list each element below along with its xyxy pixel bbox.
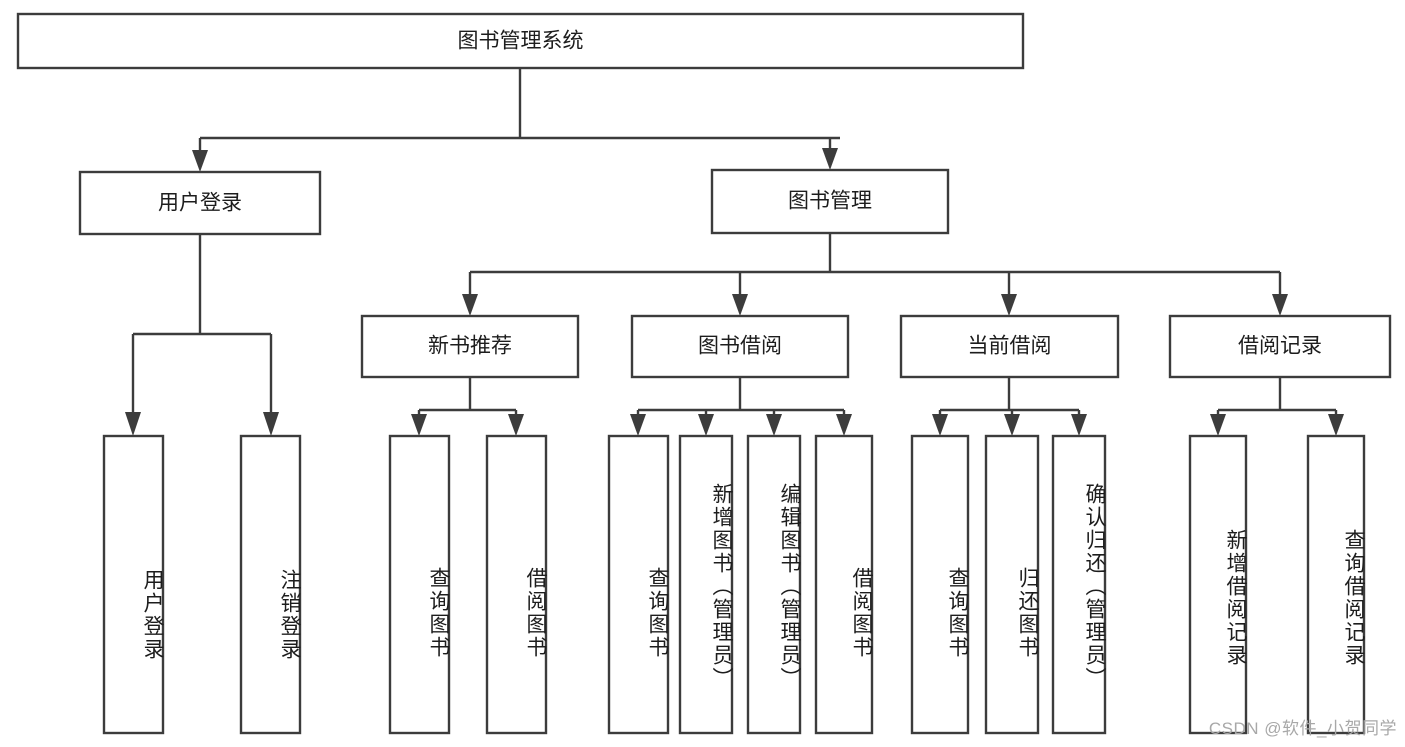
- leaf-box-borrow-book[interactable]: [814, 434, 874, 735]
- node-root[interactable]: 图书管理系统: [16, 12, 1025, 70]
- node-new-book-recommend[interactable]: 新书推荐: [360, 314, 580, 379]
- arrow-head-icon: [698, 414, 714, 436]
- arrow-head-icon: [932, 414, 948, 436]
- arrow-head-icon: [1210, 414, 1226, 436]
- node-user-login-label: 用户登录: [158, 192, 242, 215]
- arrow-head-icon: [462, 294, 478, 316]
- arrow-head-icon: [192, 150, 208, 172]
- leaf-box-add-book-admin[interactable]: [678, 434, 734, 735]
- leaf-box-borrow-book-recommend[interactable]: [485, 434, 548, 735]
- node-root-label: 图书管理系统: [458, 30, 584, 53]
- connector-new-book-recommend-to-leaves: [411, 377, 524, 436]
- arrow-head-icon: [732, 294, 748, 316]
- arrow-head-icon: [630, 414, 646, 436]
- leaf-box-query-book-recommend[interactable]: [388, 434, 451, 735]
- node-current-borrow-label: 当前借阅: [968, 335, 1052, 358]
- node-new-book-recommend-label: 新书推荐: [428, 335, 512, 358]
- node-new-book-recommend-box[interactable]: [360, 314, 580, 379]
- leaf-boxes: [102, 434, 1366, 735]
- leaf-box-query-borrow-record[interactable]: [1306, 434, 1366, 735]
- node-borrow-record[interactable]: 借阅记录: [1168, 314, 1392, 379]
- node-root-box[interactable]: [16, 12, 1025, 70]
- leaf-box-return-book[interactable]: [984, 434, 1040, 735]
- connector-borrow-record-to-leaves: [1210, 377, 1344, 436]
- watermark-text: CSDN @软件_小贺同学: [1208, 719, 1397, 738]
- node-current-borrow-box[interactable]: [899, 314, 1120, 379]
- arrow-head-icon: [1272, 294, 1288, 316]
- leaf-box-user-login[interactable]: [102, 434, 165, 735]
- node-borrow-record-label: 借阅记录: [1238, 335, 1322, 358]
- leaf-box-query-book-current[interactable]: [910, 434, 970, 735]
- arrow-head-icon: [263, 412, 279, 436]
- node-book-borrow[interactable]: 图书借阅: [630, 314, 850, 379]
- node-book-borrow-label: 图书借阅: [698, 335, 782, 358]
- connector-book-management-to-level3: [462, 233, 1288, 316]
- arrow-head-icon: [508, 414, 524, 436]
- arrow-head-icon: [1328, 414, 1344, 436]
- leaf-box-add-borrow-record[interactable]: [1188, 434, 1248, 735]
- leaf-box-logout[interactable]: [239, 434, 302, 735]
- arrow-head-icon: [836, 414, 852, 436]
- node-user-login[interactable]: 用户登录: [78, 170, 322, 236]
- arrow-head-icon: [1001, 294, 1017, 316]
- connector-user-login-to-leaves: [125, 234, 279, 436]
- node-user-login-box[interactable]: [78, 170, 322, 236]
- node-current-borrow[interactable]: 当前借阅: [899, 314, 1120, 379]
- arrow-head-icon: [411, 414, 427, 436]
- connector-current-borrow-to-leaves: [932, 377, 1087, 436]
- leaf-box-query-book-borrow[interactable]: [607, 434, 670, 735]
- arrow-head-icon: [1071, 414, 1087, 436]
- arrow-head-icon: [822, 148, 838, 170]
- connector-root-to-level2: [192, 68, 840, 172]
- arrow-head-icon: [1004, 414, 1020, 436]
- node-book-management-label: 图书管理: [788, 190, 872, 213]
- arrow-head-icon: [766, 414, 782, 436]
- connector-book-borrow-to-leaves: [630, 377, 852, 436]
- leaf-box-confirm-return-admin[interactable]: [1051, 434, 1107, 735]
- leaf-box-edit-book-admin[interactable]: [746, 434, 802, 735]
- node-book-management[interactable]: 图书管理: [710, 168, 950, 235]
- arrow-head-icon: [125, 412, 141, 436]
